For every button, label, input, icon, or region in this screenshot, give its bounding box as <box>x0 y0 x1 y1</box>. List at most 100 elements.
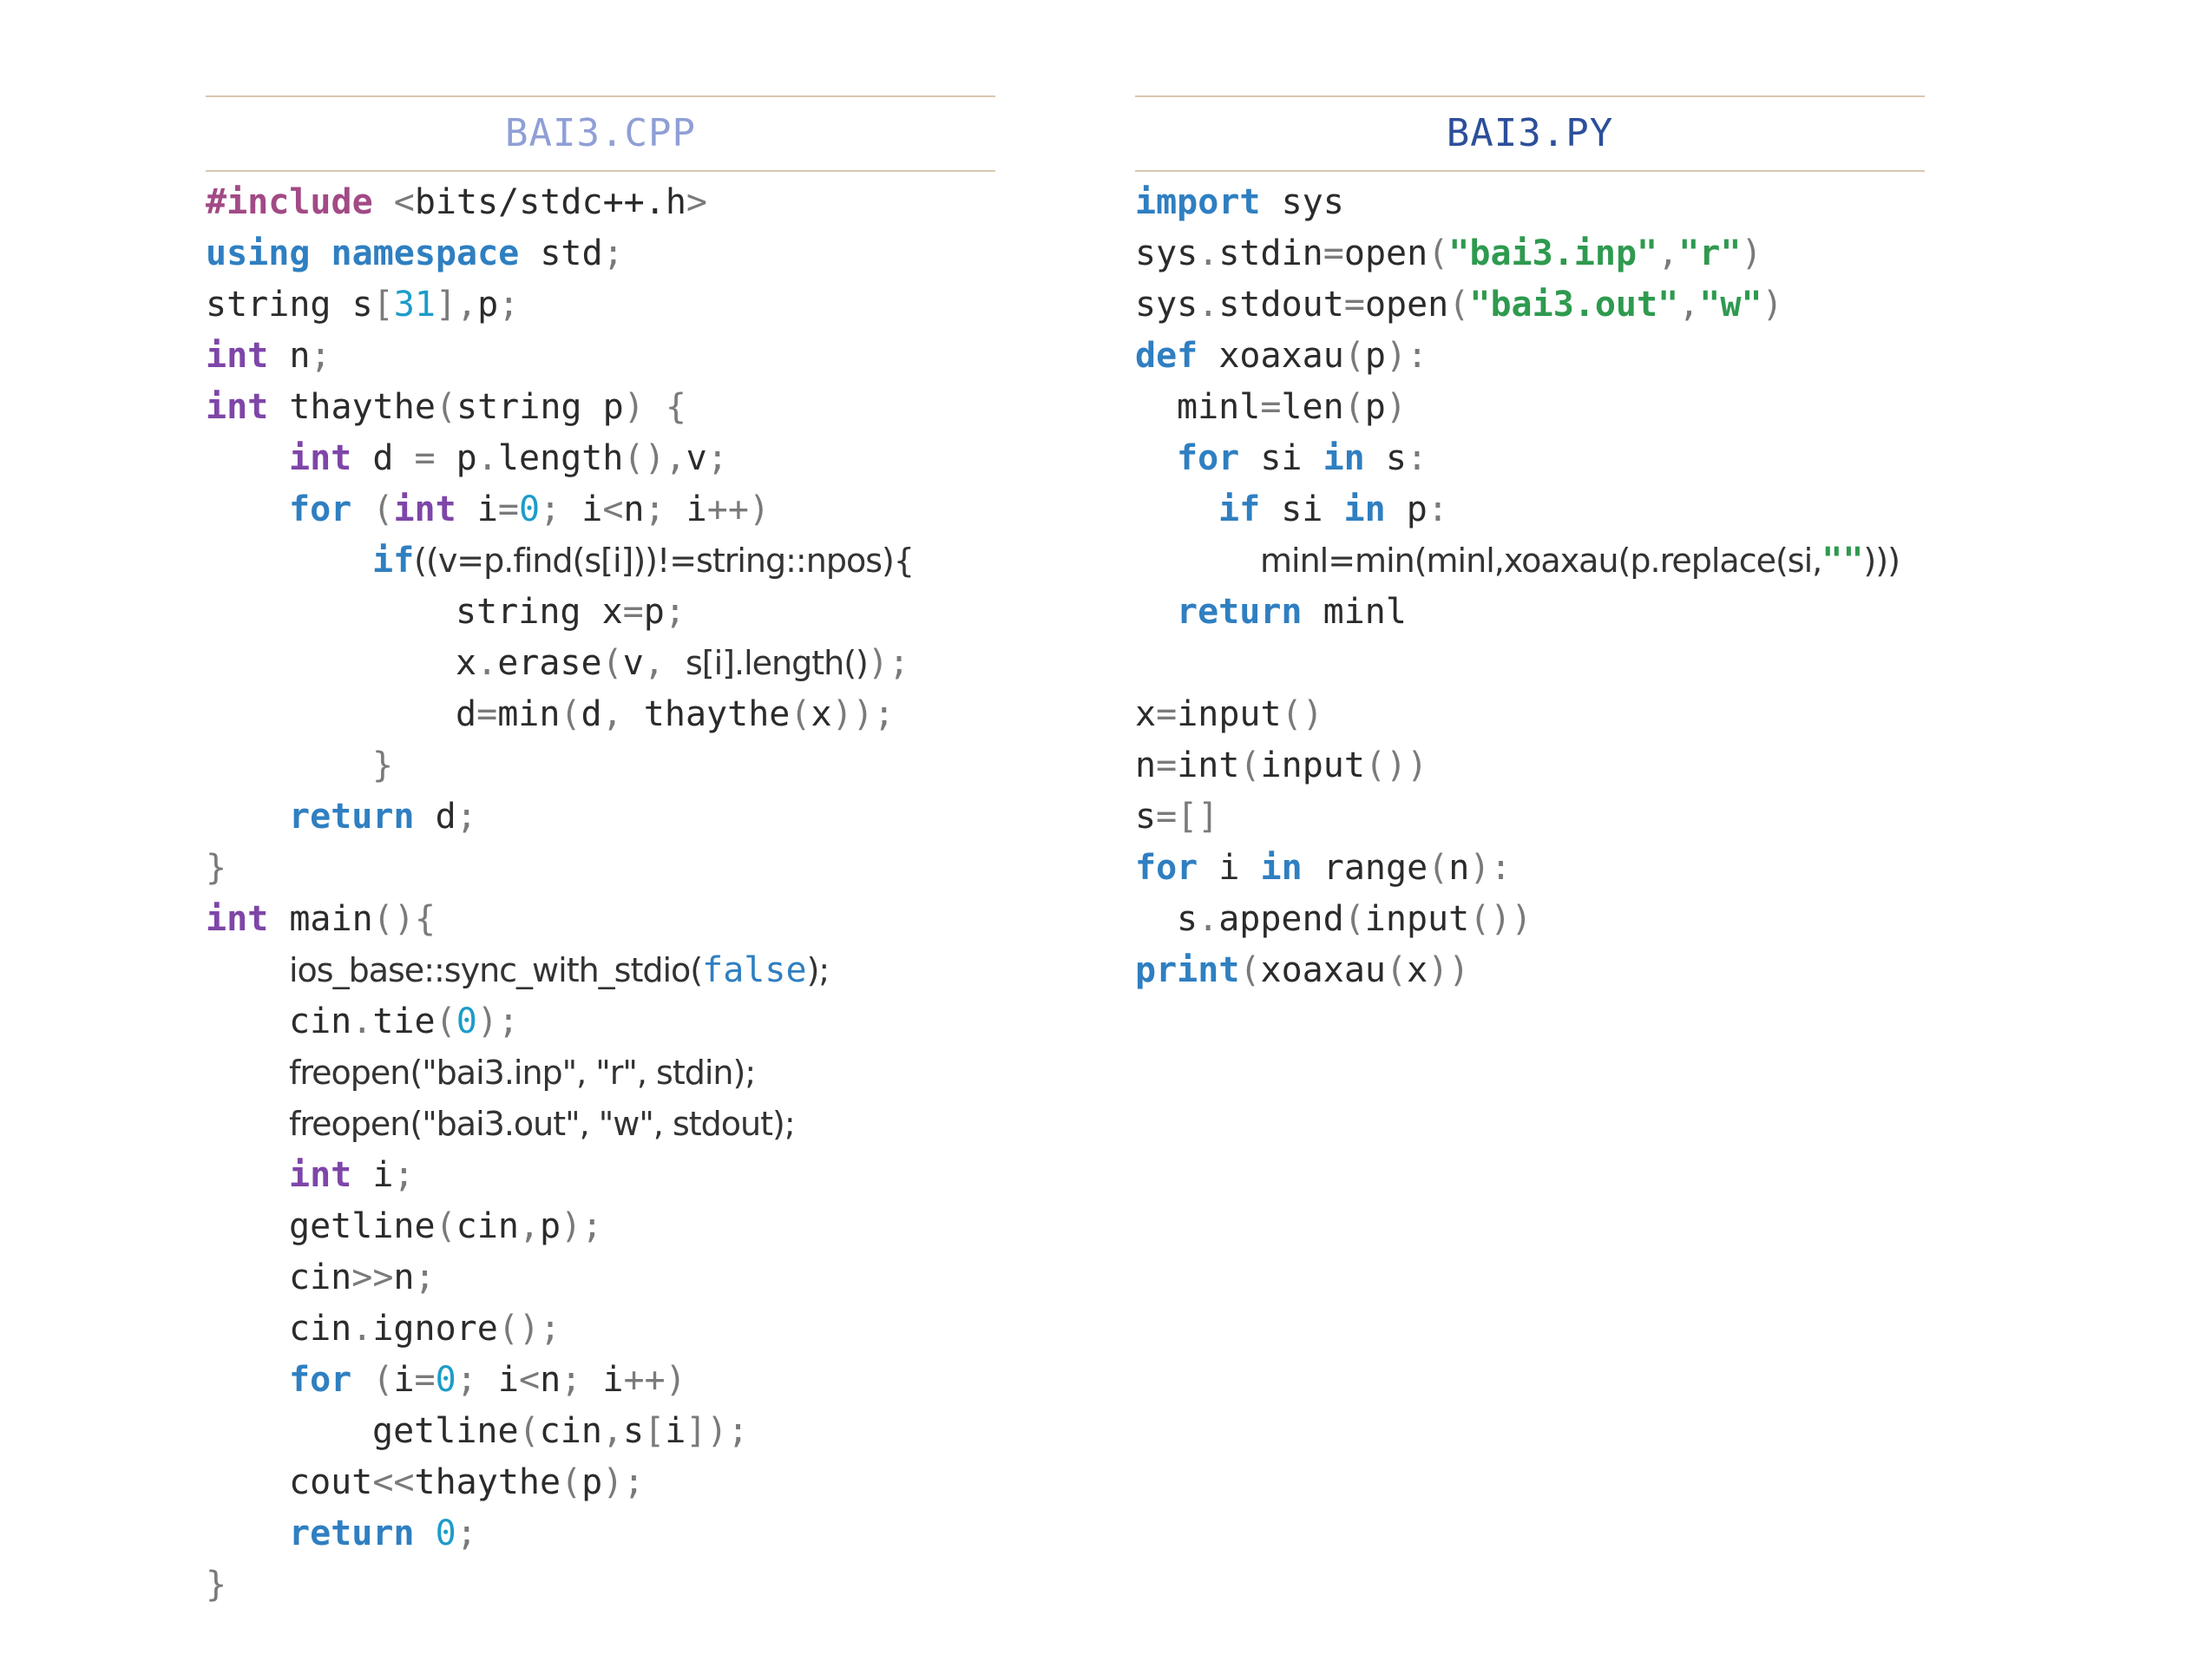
code-token: , <box>518 1206 541 1246</box>
code-token: cin <box>289 1001 352 1041</box>
code-token: i <box>393 1360 415 1400</box>
code-token: len <box>1281 387 1344 427</box>
code-token: ( <box>372 1360 394 1400</box>
code-token: thaythe <box>414 1462 561 1502</box>
code-token: () <box>623 438 666 478</box>
py-code-line: return minl <box>1135 587 1925 638</box>
code-token: int <box>206 336 269 376</box>
cpp-code-line: for (int i=0; i<n; i++) <box>206 484 995 535</box>
code-token: = <box>497 489 519 529</box>
code-token: x <box>456 643 477 683</box>
code-token: getline <box>289 1206 436 1246</box>
code-token: (){ <box>372 899 436 939</box>
code-token: ( <box>790 694 811 734</box>
code-token <box>415 1514 436 1553</box>
code-token: x <box>1135 694 1157 734</box>
code-token: << <box>372 1462 415 1502</box>
code-token: ] <box>435 285 457 325</box>
cpp-code-line: cin.ignore(); <box>206 1304 995 1355</box>
code-token: #include <box>206 182 373 222</box>
code-token: "" <box>1821 541 1864 581</box>
code-token: ++ <box>706 489 749 529</box>
code-token: ) <box>1762 285 1783 325</box>
code-token: = <box>1156 694 1178 734</box>
code-token: ) <box>748 489 771 529</box>
code-token: return <box>289 797 415 837</box>
code-token: p <box>477 285 499 325</box>
code-token: ( <box>435 387 456 427</box>
code-token: return <box>289 1514 415 1553</box>
py-code-line: sys.stdin=open("bai3.inp","r") <box>1135 228 1925 279</box>
code-token: int <box>289 1155 352 1195</box>
code-token: ): <box>1386 336 1428 376</box>
cpp-code-line: } <box>206 740 995 791</box>
code-token: . <box>1198 233 1219 273</box>
title-rule <box>1135 170 1925 172</box>
code-token: std <box>519 233 603 273</box>
py-code-line: minl=len(p) <box>1135 382 1925 433</box>
code-token <box>373 182 394 222</box>
code-token: false <box>702 950 807 990</box>
cpp-code-line: freopen("bai3.out", "w", stdout); <box>206 1099 995 1150</box>
code-token: freopen("bai3.inp", "r", stdin); <box>289 1054 756 1092</box>
cpp-code-line: int n; <box>206 331 995 382</box>
cpp-code-line: int i; <box>206 1150 995 1201</box>
code-token: ); <box>867 643 910 683</box>
code-token: ((v=p.find(s[i]))!=string::npos){ <box>414 542 915 580</box>
code-token: < <box>393 182 415 222</box>
py-code-line: for si in s: <box>1135 433 1925 484</box>
code-token: : <box>1406 438 1428 478</box>
code-token: n <box>1135 745 1157 785</box>
code-token: erase <box>497 643 602 683</box>
code-token: p <box>643 592 665 632</box>
code-token: ( <box>1343 899 1365 939</box>
cpp-code-line: #include <bits/stdc++.h> <box>206 177 995 228</box>
code-token: . <box>351 1309 373 1349</box>
code-token: 31 <box>393 285 436 325</box>
py-code-line: import sys <box>1135 177 1925 228</box>
code-token: ( <box>435 1001 456 1041</box>
cpp-code-line: cin.tie(0); <box>206 996 995 1047</box>
code-token: v <box>622 643 644 683</box>
top-rule <box>1135 95 1925 97</box>
code-token: d <box>456 694 477 734</box>
code-token: i <box>561 489 603 529</box>
code-token: length <box>497 438 624 478</box>
py-code-line: print(xoaxau(x)) <box>1135 945 1925 996</box>
code-token: int <box>206 899 269 939</box>
code-token: string s <box>206 285 373 325</box>
py-code-line: def xoaxau(p): <box>1135 331 1925 382</box>
code-token: 0 <box>518 489 541 529</box>
code-token: ( <box>1239 950 1261 990</box>
code-token: = <box>476 694 498 734</box>
cpp-code-line: int thaythe(string p) { <box>206 382 995 433</box>
cpp-code-line: } <box>206 1560 995 1611</box>
code-token: min <box>497 694 561 734</box>
code-token: using <box>206 233 311 273</box>
code-token: . <box>351 1001 373 1041</box>
code-token: cin <box>456 1206 519 1246</box>
code-token: xoaxau <box>1198 336 1344 376</box>
code-token: minl=min(minl,xoaxau(p.replace(si, <box>1260 542 1822 580</box>
code-token: in <box>1343 489 1386 529</box>
code-token: ; <box>540 489 561 529</box>
code-token: thaythe <box>622 694 791 734</box>
code-token: )); <box>831 694 895 734</box>
code-token: ( <box>1343 387 1365 427</box>
code-token: in <box>1260 848 1303 888</box>
code-token: = <box>1156 745 1178 785</box>
cpp-code-line: } <box>206 843 995 894</box>
cpp-code-line: x.erase(v, s[i].length()); <box>206 638 995 689</box>
code-token: namespace <box>331 233 520 273</box>
code-token: si <box>1260 489 1344 529</box>
cpp-code-block: #include <bits/stdc++.h>using namespace … <box>206 177 995 1611</box>
code-token: x <box>1407 950 1428 990</box>
code-token: i <box>456 489 498 529</box>
code-token: tie <box>372 1001 436 1041</box>
code-token: s[i].length() <box>685 644 869 682</box>
code-token: bits/stdc++.h <box>414 182 686 222</box>
code-token: int <box>206 387 269 427</box>
code-token: n <box>268 336 311 376</box>
cpp-code-line: d=min(d, thaythe(x)); <box>206 689 995 740</box>
